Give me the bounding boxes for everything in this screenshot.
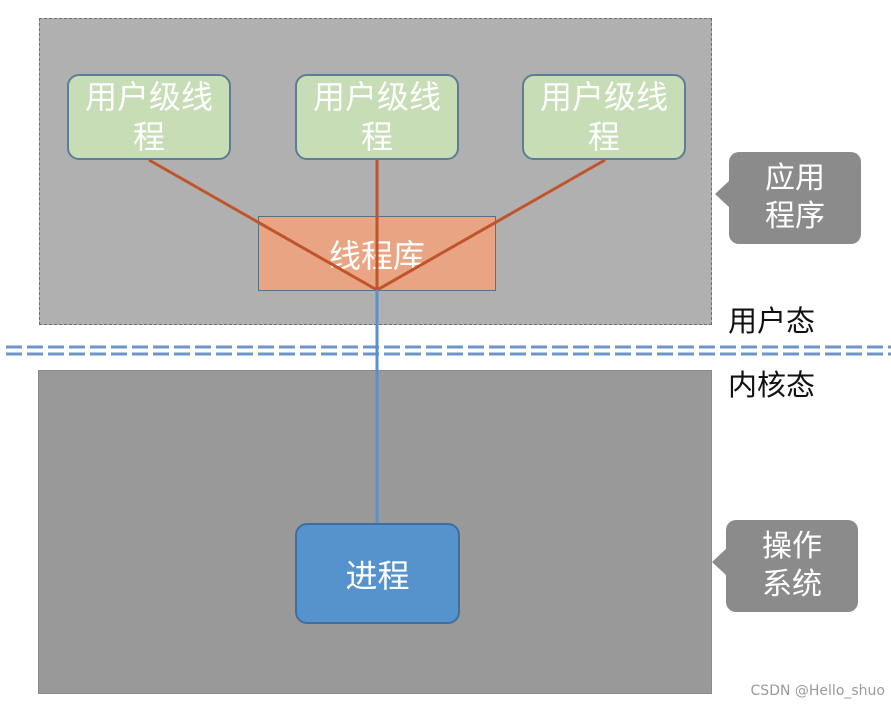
- application-callout-pointer: [715, 180, 730, 208]
- process-box: 进程: [295, 523, 460, 624]
- application-callout-label: 应用程序: [765, 161, 825, 234]
- user-level-thread-3-label: 用户级线程: [539, 78, 668, 156]
- operating-system-callout: 操作系统: [712, 520, 858, 612]
- user-level-thread-2-label: 用户级线程: [312, 78, 441, 156]
- user-mode-label: 用户态: [728, 304, 816, 338]
- operating-system-callout-label: 操作系统: [762, 529, 822, 602]
- user-level-thread-1-label: 用户级线程: [84, 78, 213, 156]
- operating-system-callout-pointer: [712, 548, 727, 576]
- kernel-mode-label: 内核态: [728, 368, 816, 402]
- user-level-thread-3: 用户级线程: [522, 74, 686, 160]
- process-label: 进程: [345, 556, 410, 595]
- user-level-thread-2: 用户级线程: [295, 74, 459, 160]
- thread-3-link: [376, 158, 606, 292]
- application-callout: 应用程序: [715, 152, 861, 244]
- watermark: CSDN @Hello_shuo: [750, 683, 885, 699]
- thread-1-link: [148, 158, 378, 292]
- user-level-thread-1: 用户级线程: [67, 74, 231, 160]
